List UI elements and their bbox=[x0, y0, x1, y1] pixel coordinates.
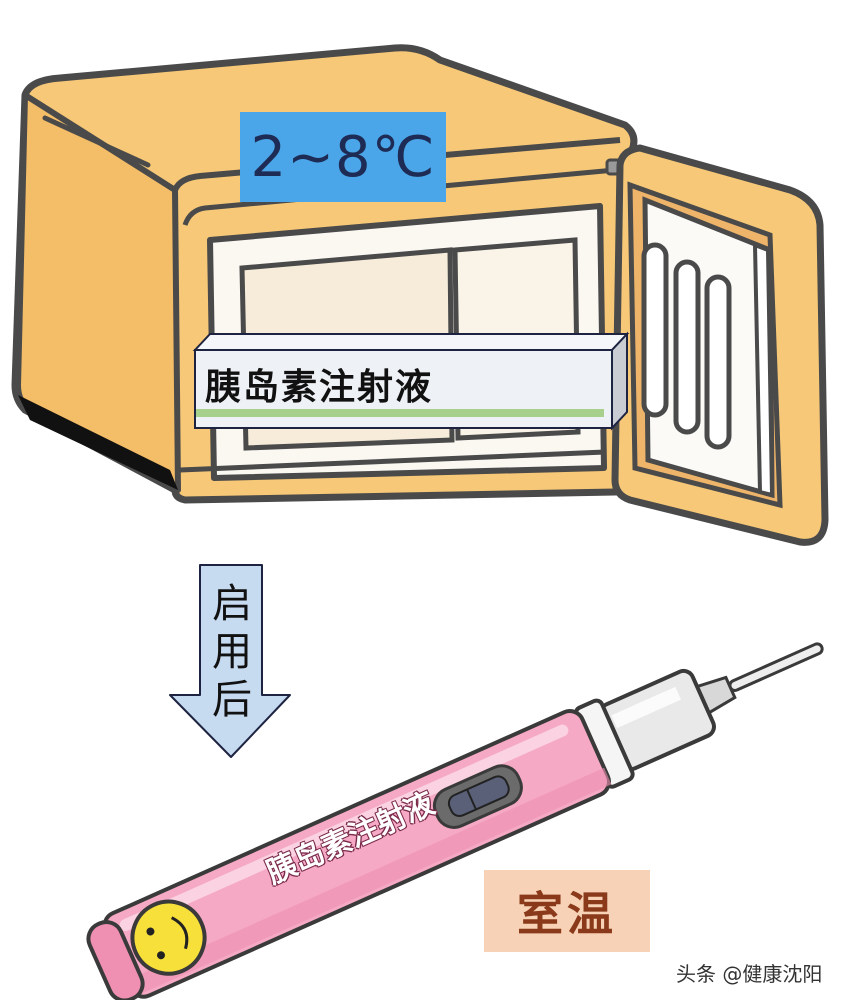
after-opening-label: 启 用 后 bbox=[207, 580, 257, 724]
arrow-char-1: 启 bbox=[212, 581, 252, 627]
insulin-box-label: 胰岛素注射液 bbox=[205, 367, 434, 408]
down-arrow-icon bbox=[169, 564, 291, 758]
watermark: 头条 @健康沈阳 bbox=[676, 962, 823, 986]
insulin-box-icon bbox=[192, 331, 630, 431]
insulin-pen-icon bbox=[86, 642, 824, 1003]
room-temperature-label: 室温 bbox=[484, 870, 650, 952]
arrow-char-3: 后 bbox=[212, 677, 252, 723]
arrow-char-2: 用 bbox=[212, 629, 252, 675]
smiley-face-icon bbox=[130, 899, 207, 976]
temperature-range-label: 2~8℃ bbox=[240, 112, 446, 202]
